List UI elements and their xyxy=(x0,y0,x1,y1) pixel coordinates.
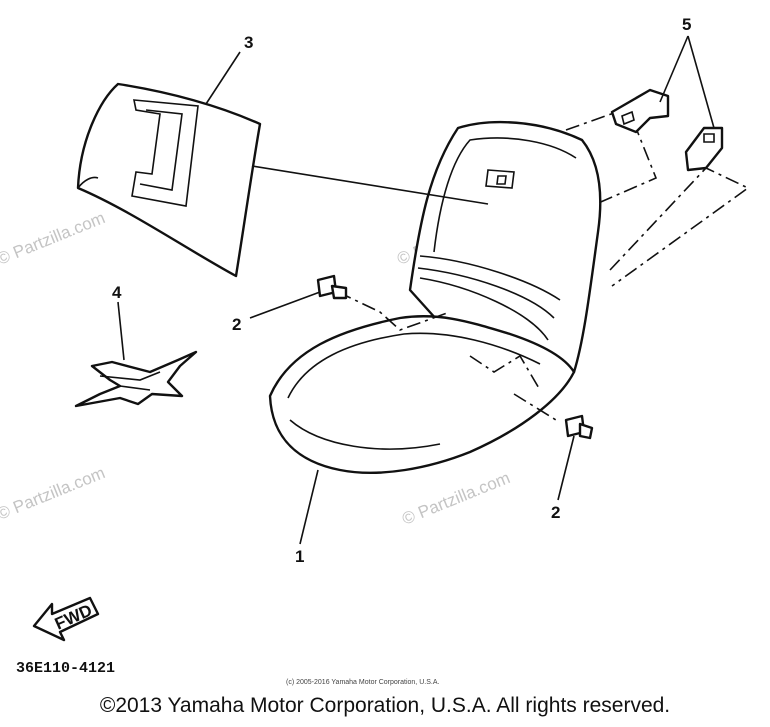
copyright-notice: ©2013 Yamaha Motor Corporation, U.S.A. A… xyxy=(99,694,671,717)
graphic-decal-part xyxy=(74,350,198,408)
emblem-part xyxy=(76,82,262,278)
bolt-right-part xyxy=(564,414,594,440)
watermark-lower-left: © Partzilla.com xyxy=(0,463,108,524)
callout-2-right: 2 xyxy=(551,503,560,522)
callout-4: 4 xyxy=(112,283,122,302)
bracket-part-lower xyxy=(684,126,724,172)
seat-part xyxy=(268,120,602,475)
assembly-lines xyxy=(251,106,750,421)
callout-1: 1 xyxy=(295,547,304,566)
callout-2-left: 2 xyxy=(232,315,241,334)
watermark-left: © Partzilla.com xyxy=(0,208,108,269)
callout-3: 3 xyxy=(244,33,253,52)
diagram-code: 36E110-4121 xyxy=(16,660,115,677)
callout-numbers: 1 2 2 3 4 5 xyxy=(112,15,691,566)
bolt-left-part xyxy=(316,274,348,300)
callout-5: 5 xyxy=(682,15,691,34)
small-copyright: (c) 2005-2016 Yamaha Motor Corporation, … xyxy=(286,679,439,686)
watermark-lower-right: © Partzilla.com xyxy=(399,468,512,529)
bracket-part-upper xyxy=(610,88,670,134)
fwd-arrow: FWD xyxy=(32,596,100,642)
callout-leaders xyxy=(117,35,715,545)
